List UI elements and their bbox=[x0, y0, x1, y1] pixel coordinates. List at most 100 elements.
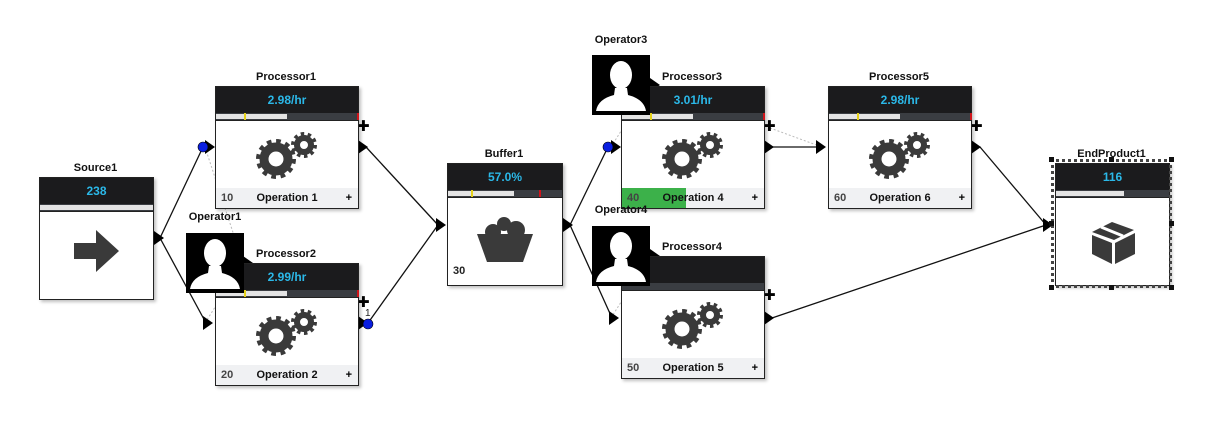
status-marker bbox=[539, 190, 542, 197]
source1-status-bar bbox=[40, 204, 153, 212]
svg-text:✚: ✚ bbox=[763, 286, 776, 304]
queue-dot-processor2 bbox=[362, 318, 374, 330]
input-port-processor1 bbox=[205, 140, 215, 154]
svg-text:✚: ✚ bbox=[357, 293, 370, 311]
resize-handle[interactable] bbox=[1169, 157, 1174, 162]
processor1-operation-label: Operation 1 bbox=[256, 192, 318, 204]
operator4-label: Operator4 bbox=[594, 204, 648, 216]
processor2-expand-button[interactable]: + bbox=[345, 369, 352, 381]
processor3-operation-label: Operation 4 bbox=[662, 192, 724, 204]
status-bar-fill bbox=[829, 114, 900, 119]
box-icon bbox=[1088, 216, 1138, 271]
resize-handle[interactable] bbox=[1169, 221, 1174, 226]
status-bar-fill bbox=[40, 205, 153, 210]
processor4-expand-button[interactable]: + bbox=[751, 362, 758, 374]
output-port-processor3 bbox=[764, 140, 774, 154]
endproduct1-node[interactable]: 116 bbox=[1055, 163, 1170, 286]
resize-handle[interactable] bbox=[1169, 285, 1174, 290]
processor1-value: 2.98/hr bbox=[216, 87, 358, 113]
status-bar-fill bbox=[216, 291, 287, 296]
processor5-operation-label: Operation 6 bbox=[869, 192, 931, 204]
processor3-count: 40 bbox=[627, 192, 640, 204]
selection-frame[interactable] bbox=[1051, 159, 1172, 288]
output-port-source1 bbox=[154, 231, 164, 245]
queue-dot-processor1 bbox=[197, 141, 209, 153]
gears-icon bbox=[658, 131, 728, 186]
input-port-processor2 bbox=[203, 316, 213, 330]
connectors bbox=[159, 146, 1047, 324]
processor2-count: 20 bbox=[221, 369, 234, 381]
source1-node[interactable]: 238 bbox=[39, 177, 154, 300]
status-marker bbox=[857, 113, 860, 120]
input-port-processor5 bbox=[816, 140, 826, 154]
status-marker bbox=[762, 113, 765, 120]
connector-source1-processor1 bbox=[159, 146, 204, 239]
processor5-expand-button[interactable]: + bbox=[958, 192, 965, 204]
processor4-label: Processor4 bbox=[662, 241, 722, 253]
gears-icon bbox=[252, 131, 322, 186]
connector-processor5-endproduct1 bbox=[979, 146, 1047, 226]
resize-handle[interactable] bbox=[1109, 285, 1114, 290]
processor3-progress-bar bbox=[622, 188, 686, 208]
endproduct1-body bbox=[1056, 198, 1169, 285]
buffer1-value: 57.0% bbox=[448, 164, 562, 190]
processor1-expand-button[interactable]: + bbox=[345, 192, 352, 204]
source1-body bbox=[40, 212, 153, 299]
status-bar-fill bbox=[448, 191, 515, 196]
connector-buffer1-processor3 bbox=[569, 146, 609, 226]
gears-icon bbox=[865, 131, 935, 186]
operator4-person-icon[interactable] bbox=[592, 226, 650, 286]
output-port-buffer1 bbox=[563, 218, 573, 232]
processor3-footer: 40 Operation 4 + bbox=[622, 188, 764, 208]
source1-label: Source1 bbox=[73, 162, 118, 174]
status-marker bbox=[650, 113, 653, 120]
status-marker bbox=[470, 190, 473, 197]
connector-processor2-buffer1 bbox=[367, 224, 439, 324]
output-port-processor5 bbox=[971, 140, 981, 154]
operator1-person-icon[interactable] bbox=[186, 233, 244, 293]
output-port-processor1 bbox=[358, 140, 368, 154]
buffer1-count: 30 bbox=[453, 265, 466, 277]
processor2-label: Processor2 bbox=[256, 248, 316, 260]
ports bbox=[154, 78, 1053, 330]
processor1-status-bar bbox=[216, 113, 359, 121]
svg-text:✚: ✚ bbox=[970, 117, 983, 135]
gears-icon bbox=[252, 308, 322, 363]
gears-icon bbox=[658, 301, 728, 356]
resize-handle[interactable] bbox=[1049, 221, 1054, 226]
status-marker bbox=[244, 113, 247, 120]
status-marker bbox=[356, 113, 359, 120]
port-count-label: 1 bbox=[365, 308, 371, 319]
connector-source1-processor2 bbox=[159, 237, 207, 324]
resize-handle[interactable] bbox=[1109, 157, 1114, 162]
resize-handle[interactable] bbox=[1049, 285, 1054, 290]
processor2-operation-label: Operation 2 bbox=[256, 369, 318, 381]
buffer1-node[interactable]: 57.0% 30 bbox=[447, 163, 563, 286]
input-port-processor4 bbox=[609, 311, 619, 325]
status-bar-fill bbox=[1056, 191, 1124, 196]
svg-text:✚: ✚ bbox=[763, 117, 776, 135]
source1-value: 238 bbox=[40, 178, 153, 204]
processor4-status-bar bbox=[622, 283, 764, 291]
operator3-label: Operator3 bbox=[594, 34, 648, 46]
status-marker bbox=[969, 113, 972, 120]
processor2-body: 20 Operation 2 + bbox=[216, 298, 358, 385]
status-bar-fill bbox=[216, 114, 287, 119]
processor5-label: Processor5 bbox=[869, 71, 929, 83]
processor3-expand-button[interactable]: + bbox=[751, 192, 758, 204]
status-marker bbox=[356, 290, 359, 297]
operator3-person-icon[interactable] bbox=[592, 55, 650, 115]
endproduct1-status-bar bbox=[1056, 190, 1169, 198]
input-port-buffer1 bbox=[436, 218, 446, 232]
processor3-body: 40 Operation 4 + bbox=[622, 121, 764, 208]
buffer1-status-bar bbox=[448, 190, 562, 198]
processor2-status-bar bbox=[216, 290, 359, 298]
resize-handle[interactable] bbox=[1049, 157, 1054, 162]
